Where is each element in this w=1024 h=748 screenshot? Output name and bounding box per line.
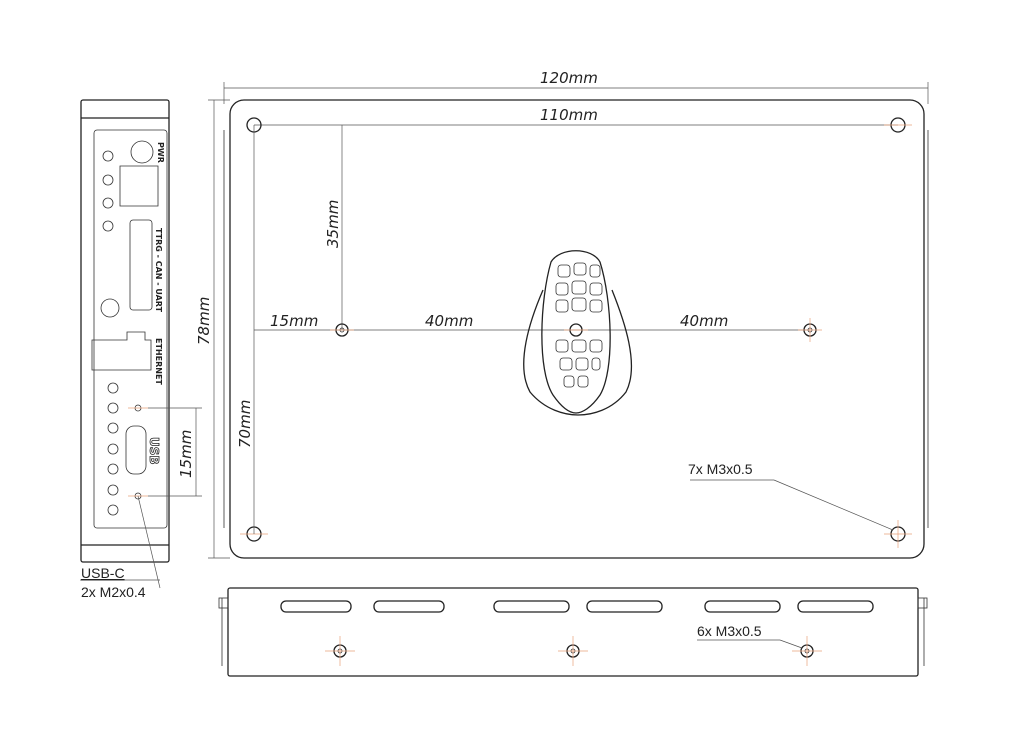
usb-label: USB	[147, 437, 161, 465]
front-view: 6x M3x0.5	[218, 587, 928, 677]
pwr-label: PWR	[156, 142, 165, 163]
callout-usb-c: USB-C	[81, 565, 125, 581]
corner-holes	[240, 117, 912, 548]
callout-top-holes: 7x M3x0.5	[688, 461, 753, 477]
dim-overall-height: 78mm	[195, 297, 213, 345]
dim-vertical-70: 70mm	[236, 400, 254, 448]
center-holes	[330, 318, 822, 342]
callout-bottom-holes: 6x M3x0.5	[697, 623, 762, 639]
logo-emblem	[523, 250, 633, 416]
dim-center-left: 40mm	[425, 312, 473, 330]
dim-vertical-35: 35mm	[324, 200, 342, 248]
bus-label: TTRG - CAN - UART	[154, 228, 163, 313]
side-view: PWR TTRG - CAN - UART ETHERNET USB 15mm	[80, 99, 202, 600]
top-view: 120mm 78mm 110mm 35mm 70mm 1	[195, 69, 929, 559]
dim-offset-15: 15mm	[270, 312, 318, 330]
dim-hole-span: 110mm	[540, 106, 598, 124]
dim-usb-spacing: 15mm	[177, 430, 195, 478]
callout-usb-screws: 2x M2x0.4	[81, 584, 146, 600]
ethernet-label: ETHERNET	[154, 338, 163, 385]
dim-center-right: 40mm	[680, 312, 728, 330]
dim-overall-width: 120mm	[540, 69, 598, 87]
